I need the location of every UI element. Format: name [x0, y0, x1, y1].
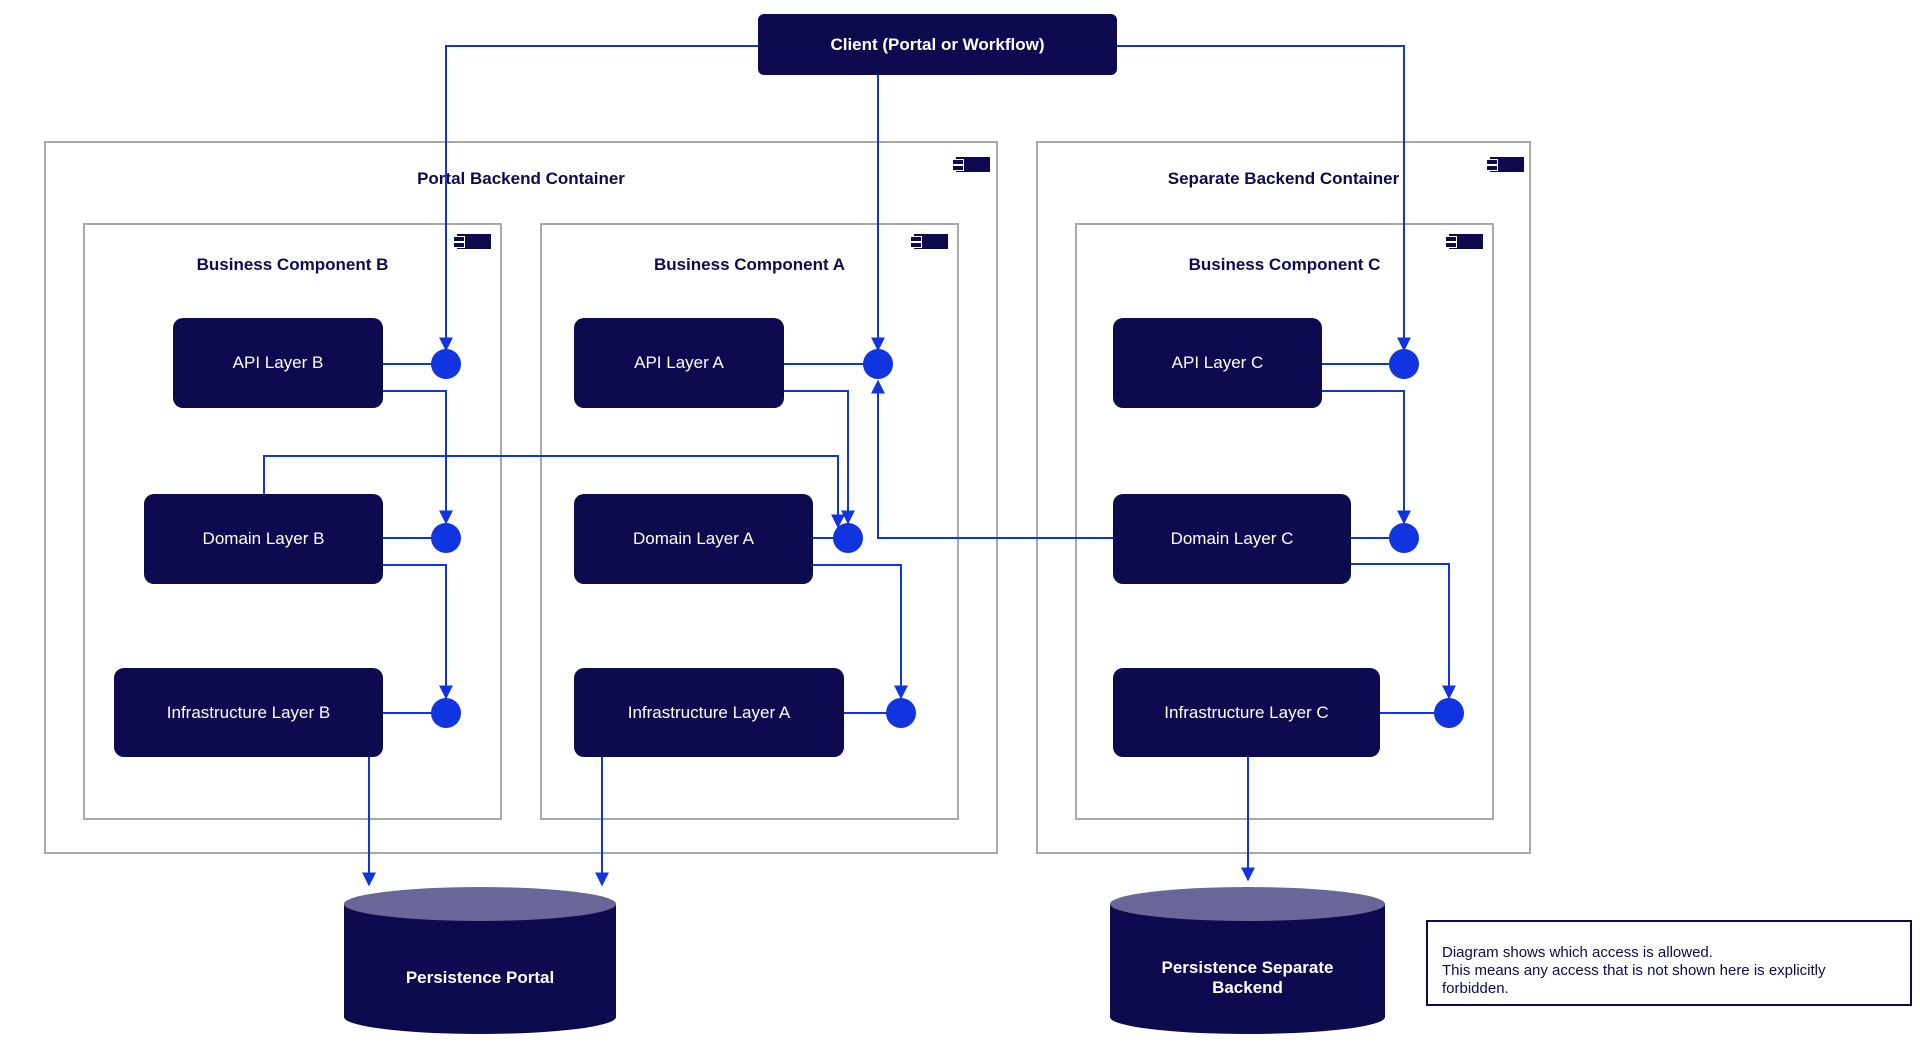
- legend-note: Diagram shows which access is allowed. T…: [1426, 920, 1912, 1006]
- infrastructure-layer-b: Infrastructure Layer B: [114, 668, 383, 757]
- business-component-c: Business Component C: [1075, 223, 1494, 820]
- separate-backend-container: Separate Backend Container: [1036, 141, 1531, 854]
- infra-c-port: [1434, 698, 1464, 728]
- domain-b-to-domain-a: [263, 455, 845, 529]
- database-icon: [344, 887, 616, 1034]
- client-node: Client (Portal or Workflow): [758, 14, 1117, 75]
- note-line-2: This means any access that is not shown …: [1442, 962, 1826, 997]
- component-title: Business Component A: [653, 255, 846, 274]
- domain-layer-b: Domain Layer B: [144, 494, 383, 584]
- domain-layer-c: Domain Layer C: [1113, 494, 1351, 584]
- component-icon: [952, 157, 990, 172]
- note-line-1: Diagram shows which access is allowed.: [1442, 944, 1713, 961]
- persistence-separate-db: Persistence Separate Backend: [1109, 886, 1386, 1036]
- persistence-label-line1: Persistence Portal: [405, 968, 555, 987]
- domain-c-to-infra-c: [1351, 563, 1456, 700]
- persistence-label-line2: Backend: [1212, 978, 1283, 997]
- domain-c-to-api-a: [871, 379, 1113, 539]
- persistence-portal-db: Persistence Portal: [343, 886, 617, 1036]
- portal-backend-container: Portal Backend Container: [44, 141, 998, 854]
- domain-a-port: [833, 523, 863, 553]
- client-to-api-c: [1117, 45, 1411, 352]
- component-title: Business Component C: [1188, 255, 1381, 274]
- container-title: Separate Backend Container: [1167, 169, 1400, 188]
- client-to-api-b: [439, 45, 758, 352]
- api-a-port: [863, 349, 893, 379]
- domain-b-port: [431, 523, 461, 553]
- api-layer-c: API Layer C: [1113, 318, 1322, 408]
- component-icon: [1445, 234, 1483, 249]
- api-a-to-domain-a: [784, 390, 855, 525]
- business-component-b: Business Component B: [83, 223, 502, 820]
- infrastructure-layer-a: Infrastructure Layer A: [574, 668, 844, 757]
- business-component-a: Business Component A: [540, 223, 959, 820]
- infra-a-port: [886, 698, 916, 728]
- database-icon: [1110, 887, 1385, 1034]
- domain-b-to-infra-b: [383, 564, 453, 700]
- api-c-to-domain-c: [1322, 390, 1411, 525]
- domain-c-port: [1389, 523, 1419, 553]
- component-icon: [453, 234, 491, 249]
- api-layer-a: API Layer A: [574, 318, 784, 408]
- api-b-to-domain-b: [383, 390, 453, 525]
- api-b-port: [431, 349, 461, 379]
- component-icon: [910, 234, 948, 249]
- api-c-port: [1389, 349, 1419, 379]
- component-title: Business Component B: [196, 255, 389, 274]
- persistence-label-line1: Persistence Separate: [1161, 958, 1334, 977]
- infra-b-port: [431, 698, 461, 728]
- container-title: Portal Backend Container: [417, 169, 625, 188]
- domain-layer-a: Domain Layer A: [574, 494, 813, 584]
- component-icon: [1486, 157, 1524, 172]
- infrastructure-layer-c: Infrastructure Layer C: [1113, 668, 1380, 757]
- domain-a-to-infra-a: [813, 564, 908, 700]
- api-layer-b: API Layer B: [173, 318, 383, 408]
